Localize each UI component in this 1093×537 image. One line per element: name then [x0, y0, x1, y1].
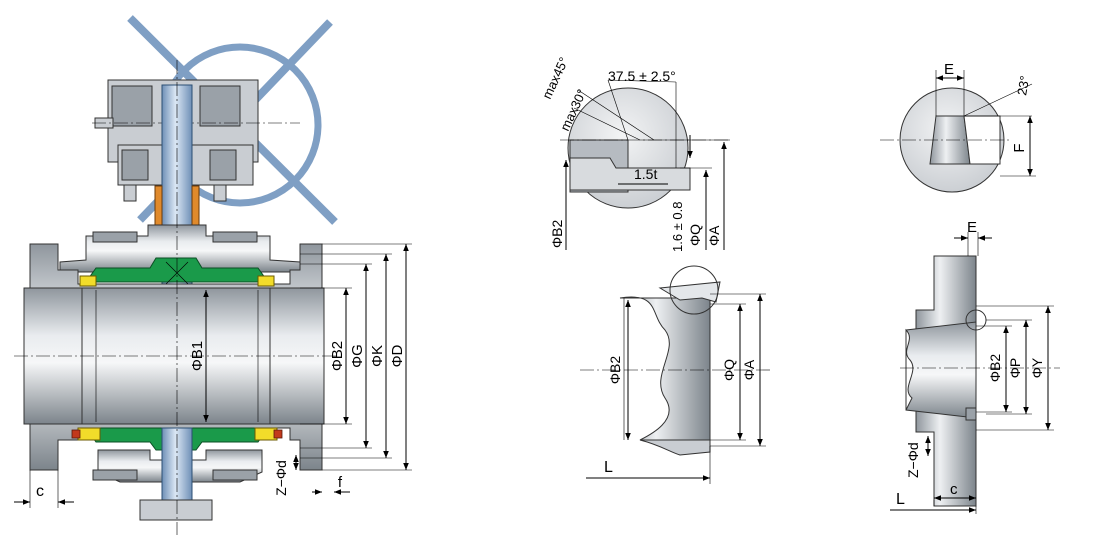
l-right-label: L	[896, 491, 905, 508]
t15-label: 1.5t	[634, 166, 657, 182]
f-top-label: F	[1011, 143, 1028, 152]
phi-b2-detail-label: ΦB2	[549, 219, 565, 248]
phi-b2-main-label: ΦB2	[329, 341, 346, 371]
e-right-label: E	[967, 219, 977, 236]
main-valve-section	[14, 15, 338, 535]
phi-k-label: ΦK	[369, 345, 386, 367]
angle-375-label: 37.5 ± 2.5°	[608, 68, 676, 84]
z-phi-d-main-label: Z−Φd	[273, 460, 289, 496]
e-top-label: E	[944, 61, 954, 78]
phi-a-mid-label: ΦA	[741, 359, 757, 380]
pipe-end-view: ΦB2 ΦQ ΦA L	[580, 265, 770, 484]
bevel-detail: 37.5 ± 2.5° max45° max30° 1.5t 1.6 ± 0.8…	[539, 55, 730, 252]
phi-p-label: ΦP	[1007, 358, 1023, 379]
z-phi-d-right-label: Z−Φd	[905, 442, 921, 478]
angle-23-label: 23°	[1014, 75, 1032, 97]
phi-g-label: ΦG	[349, 344, 366, 368]
phi-a-detail-label: ΦA	[706, 225, 722, 246]
phi-y-label: ΦY	[1029, 357, 1045, 378]
f-label: f	[338, 474, 343, 491]
phi-b2-mid-label: ΦB2	[607, 356, 623, 385]
l-mid-label: L	[604, 459, 613, 476]
flange-section: E ΦB2 ΦP ΦY Z−Φd c L	[890, 219, 1060, 514]
c-right-label: c	[950, 481, 958, 498]
c-left-label: c	[36, 483, 44, 500]
gearbox	[92, 79, 300, 202]
max45-label: max45°	[539, 55, 571, 101]
phi-d-main-label: ΦD	[389, 344, 406, 367]
groove-detail: E 23° F	[880, 61, 1036, 193]
phi-b1-label: ΦB1	[189, 341, 206, 371]
t16-label: 1.6 ± 0.8	[670, 201, 685, 252]
phi-q-detail-label: ΦQ	[687, 224, 703, 246]
main-dimensions: ΦB1 ΦB2 ΦG ΦK ΦD Z−Φd f c	[14, 243, 412, 508]
phi-q-mid-label: ΦQ	[721, 359, 737, 381]
phi-b2-right-label: ΦB2	[987, 354, 1003, 383]
